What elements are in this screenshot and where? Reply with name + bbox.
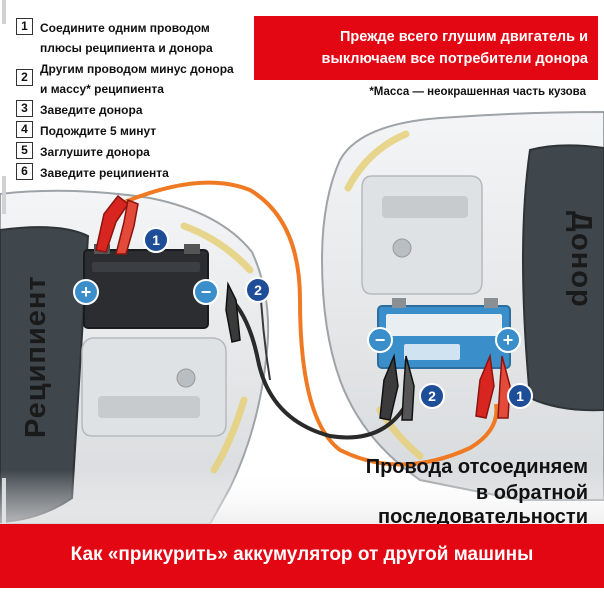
step-1: 1 Соедините одним проводом плюсы реципие… (8, 16, 270, 57)
donor-label: Донор (565, 211, 597, 308)
terminal-signs: + − − + (73, 279, 521, 353)
clamps (95, 194, 511, 421)
recipient-battery (83, 244, 209, 329)
steps-list: 1 Соедините одним проводом плюсы реципие… (8, 16, 270, 182)
disconnect-line1: Провода отсоединяем (365, 456, 588, 478)
recipient-minus-label: − (201, 282, 212, 302)
marker-recipient-two (245, 277, 271, 303)
step-2-line1: Другим проводом минус донора (40, 62, 234, 76)
step-3: 3 Заведите донора (8, 98, 270, 119)
donor-minus-label: − (375, 330, 386, 350)
marker-recipient-two-label: 2 (254, 282, 262, 298)
marker-donor-two (419, 383, 445, 409)
step-6-number: 6 (16, 163, 33, 180)
donor-plus-sign (495, 327, 521, 353)
step-1-text: Соедините одним проводом плюсы реципиент… (40, 18, 270, 58)
marker-donor-one (507, 383, 533, 409)
step-5: 5 Заглушите донора (8, 140, 270, 161)
step-1-line1: Соедините одним проводом (40, 21, 210, 35)
recipient-plus-sign (73, 279, 99, 305)
step-4-number: 4 (16, 121, 33, 138)
title-band: Как «прикурить» аккумулятор от другой ма… (0, 524, 604, 588)
donor-plus-label: + (503, 330, 514, 350)
warning-line2: выключаем все потребители донора (321, 51, 588, 67)
marker-donor-one-label: 1 (516, 388, 524, 404)
step-markers: 1 2 2 1 (143, 227, 533, 409)
step-3-text: Заведите донора (40, 103, 143, 117)
disconnect-line2: в обратной последовательности (378, 482, 588, 528)
marker-donor-two-label: 2 (428, 388, 436, 404)
step-4: 4 Подождите 5 минут (8, 119, 270, 140)
step-1-line2: плюсы реципиента и донора (40, 41, 213, 55)
recipient-minus-sign (193, 279, 219, 305)
step-6: 6 Заведите реципиента (8, 161, 270, 182)
page-title: Как «прикурить» аккумулятор от другой ма… (70, 544, 534, 565)
step-2: 2 Другим проводом минус донора и массу* … (8, 57, 270, 98)
step-5-number: 5 (16, 142, 33, 159)
step-5-text: Заглушите донора (40, 145, 150, 159)
step-2-number: 2 (16, 69, 33, 86)
donor-battery (377, 298, 511, 369)
step-6-text: Заведите реципиента (40, 166, 169, 180)
recipient-label: Реципиент (20, 275, 52, 438)
ground-footnote: *Масса — неокрашенная часть кузова (369, 86, 586, 98)
marker-recipient-one (143, 227, 169, 253)
warning-box: Прежде всего глушим двигатель и выключае… (254, 16, 598, 80)
recipient-plus-label: + (81, 282, 92, 302)
step-4-text: Подождите 5 минут (40, 124, 157, 138)
step-2-text: Другим проводом минус донора и массу* ре… (40, 59, 270, 99)
donor-minus-sign (367, 327, 393, 353)
step-2-line2: и массу* реципиента (40, 82, 164, 96)
marker-recipient-one-label: 1 (152, 232, 160, 248)
step-3-number: 3 (16, 100, 33, 117)
warning-line1: Прежде всего глушим двигатель и (339, 29, 588, 45)
step-1-number: 1 (16, 18, 33, 35)
